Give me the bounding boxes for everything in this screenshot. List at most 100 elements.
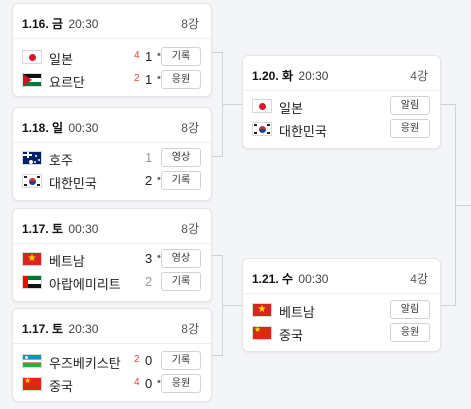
winner-dot: • <box>157 173 161 185</box>
record-button[interactable]: 기록 <box>161 47 201 66</box>
divider <box>13 142 211 143</box>
japan-flag-icon <box>22 50 42 64</box>
match-round: 8강 <box>181 121 199 135</box>
team-row: 중국 응원 <box>252 323 430 345</box>
penalty-score: 4 <box>134 377 140 388</box>
video-button[interactable]: 영상 <box>161 148 201 167</box>
alarm-button[interactable]: 알림 <box>390 96 430 115</box>
match-round: 4강 <box>410 69 428 83</box>
match-date: 1.21. 수 <box>252 272 294 286</box>
australia-flag-icon <box>22 151 42 165</box>
winner-dot: • <box>157 49 161 61</box>
team-name: 베트남 <box>49 254 85 269</box>
match-time: 20:30 <box>68 17 99 31</box>
match-time: 00:30 <box>68 121 99 135</box>
match-header: 1.21. 수 00:30 4강 <box>252 270 428 286</box>
south-korea-flag-icon <box>252 122 272 136</box>
divider <box>243 90 440 91</box>
south-korea-flag-icon <box>22 174 42 188</box>
team-row: 아랍에미리트 2 기록 <box>22 272 201 294</box>
japan-flag-icon <box>252 99 272 113</box>
match-time: 20:30 <box>298 69 329 83</box>
cheer-button[interactable]: 응원 <box>390 323 430 342</box>
team-name: 대한민국 <box>49 176 97 191</box>
vietnam-flag-icon <box>22 252 42 266</box>
bracket-connector <box>212 255 222 256</box>
match-time: 20:30 <box>68 322 99 336</box>
match-date: 1.17. 토 <box>22 322 64 336</box>
team-name: 우즈베키스탄 <box>49 356 121 371</box>
winner-dot: • <box>157 251 161 263</box>
bracket-connector <box>441 104 455 105</box>
match-card[interactable]: 1.18. 일 00:30 8강 호주 1 영상 대한민국 2 • 기록 <box>12 107 212 201</box>
match-round: 8강 <box>181 17 199 31</box>
jordan-flag-icon <box>22 73 42 87</box>
bracket-connector <box>212 52 222 53</box>
record-button[interactable]: 기록 <box>161 351 201 370</box>
record-button[interactable]: 기록 <box>161 272 201 291</box>
match-card[interactable]: 1.21. 수 00:30 4강 베트남 알림 중국 응원 <box>242 258 441 352</box>
match-date: 1.20. 화 <box>252 69 294 83</box>
match-card[interactable]: 1.17. 토 00:30 8강 베트남 3 • 영상 아랍에미리트 2 기록 <box>12 208 212 302</box>
match-date: 1.18. 일 <box>22 121 64 135</box>
china-flag-icon <box>22 377 42 391</box>
bracket-connector <box>222 305 242 306</box>
match-round: 4강 <box>410 272 428 286</box>
bracket-connector <box>212 156 222 157</box>
team-name: 호주 <box>49 153 73 168</box>
team-row: 대한민국 2 • 기록 <box>22 171 201 193</box>
winner-dot: • <box>157 376 161 388</box>
divider <box>13 243 211 244</box>
team-row: 일본 4 1 • 기록 <box>22 47 201 69</box>
team-name: 대한민국 <box>279 124 327 139</box>
bracket-connector <box>441 305 455 306</box>
team-score: 2 <box>145 274 153 289</box>
team-row: 베트남 알림 <box>252 300 430 322</box>
match-date: 1.17. 토 <box>22 222 64 236</box>
china-flag-icon <box>252 326 272 340</box>
match-date: 1.16. 금 <box>22 17 64 31</box>
cheer-button[interactable]: 응원 <box>161 374 201 393</box>
record-button[interactable]: 기록 <box>161 171 201 190</box>
match-time: 00:30 <box>298 272 329 286</box>
match-header: 1.17. 토 20:30 8강 <box>22 320 199 336</box>
alarm-button[interactable]: 알림 <box>390 300 430 319</box>
cheer-button[interactable]: 응원 <box>161 70 201 89</box>
penalty-score: 2 <box>134 354 140 365</box>
match-time: 00:30 <box>68 222 99 236</box>
vietnam-flag-icon <box>252 303 272 317</box>
team-name: 일본 <box>49 52 73 67</box>
team-score: 1 <box>145 150 153 165</box>
team-row: 우즈베키스탄 2 0 기록 <box>22 351 201 373</box>
penalty-score: 4 <box>134 50 140 61</box>
team-name: 중국 <box>49 379 73 394</box>
match-card[interactable]: 1.20. 화 20:30 4강 일본 알림 대한민국 응원 <box>242 55 441 149</box>
divider <box>13 38 211 39</box>
match-header: 1.20. 화 20:30 4강 <box>252 67 428 83</box>
team-score: 3 <box>145 251 153 266</box>
match-card[interactable]: 1.17. 토 20:30 8강 우즈베키스탄 2 0 기록 중국 4 0 • … <box>12 308 212 402</box>
team-row: 일본 알림 <box>252 96 430 118</box>
team-name: 아랍에미리트 <box>49 277 121 292</box>
team-name: 일본 <box>279 101 303 116</box>
team-name: 요르단 <box>49 75 85 90</box>
team-row: 호주 1 영상 <box>22 148 201 170</box>
bracket-connector <box>212 355 222 356</box>
team-row: 대한민국 응원 <box>252 119 430 141</box>
team-score: 1 <box>145 72 153 87</box>
match-round: 8강 <box>181 322 199 336</box>
bracket-connector <box>222 104 242 105</box>
uzbekistan-flag-icon <box>22 354 42 368</box>
match-card[interactable]: 1.16. 금 20:30 8강 일본 4 1 • 기록 요르단 2 1 • 응… <box>12 3 212 97</box>
penalty-score: 2 <box>134 73 140 84</box>
cheer-button[interactable]: 응원 <box>390 119 430 138</box>
video-button[interactable]: 영상 <box>161 249 201 268</box>
team-score: 2 <box>145 173 153 188</box>
winner-dot: • <box>157 72 161 84</box>
divider <box>243 293 440 294</box>
match-header: 1.18. 일 00:30 8강 <box>22 119 199 135</box>
team-name: 베트남 <box>279 305 315 320</box>
match-header: 1.16. 금 20:30 8강 <box>22 15 199 31</box>
match-round: 8강 <box>181 222 199 236</box>
team-row: 베트남 3 • 영상 <box>22 249 201 271</box>
